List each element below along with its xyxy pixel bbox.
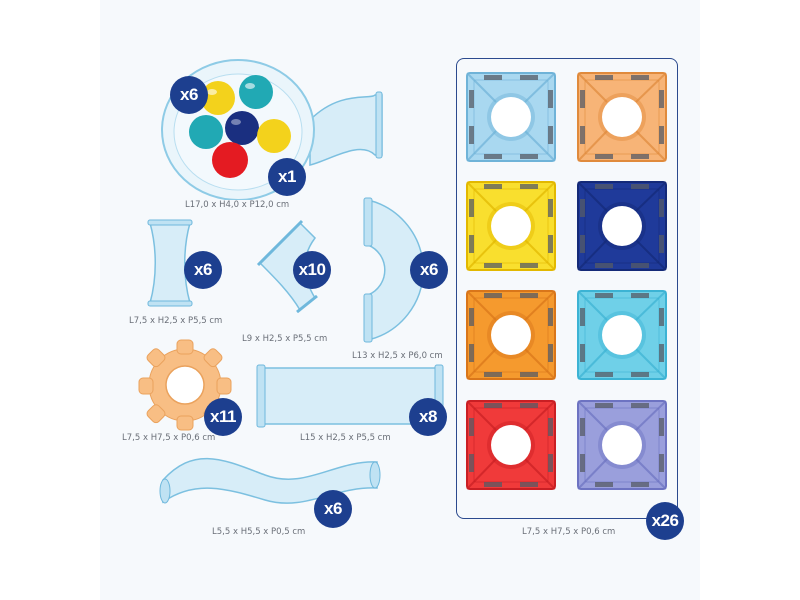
funnel-dimensions: L17,0 x H4,0 x P12,0 cm <box>185 200 290 210</box>
curve-piece <box>256 219 318 313</box>
straight-short-piece <box>147 219 193 307</box>
straight-long-qty-badge: x8 <box>409 398 447 436</box>
tile-orange <box>466 290 556 380</box>
half-circle-qty-badge: x6 <box>410 251 448 289</box>
straight-long-dimensions: L15 x H2,5 x P5,5 cm <box>300 433 391 443</box>
tile-lavender <box>577 400 667 490</box>
tile-aqua <box>577 290 667 380</box>
tiles-qty-badge: x26 <box>646 502 684 540</box>
gear-piece <box>138 339 232 431</box>
tile-navy <box>577 181 667 271</box>
ball-navy <box>225 111 259 145</box>
half-circle-dimensions: L13 x H2,5 x P6,0 cm <box>352 351 443 361</box>
tiles-frame <box>456 58 678 519</box>
tile-light-blue <box>466 72 556 162</box>
wave-qty-badge: x6 <box>314 490 352 528</box>
ball-yellow-2 <box>257 119 291 153</box>
balls-qty-badge: x6 <box>170 76 208 114</box>
ball-red <box>212 142 248 178</box>
wave-dimensions: L5,5 x H5,5 x P0,5 cm <box>212 527 306 537</box>
ball-teal-1 <box>239 75 273 109</box>
curve-dimensions: L9 x H2,5 x P5,5 cm <box>242 334 328 344</box>
gear-dimensions: L7,5 x H7,5 x P0,6 cm <box>122 433 216 443</box>
tile-yellow <box>466 181 556 271</box>
straight-short-qty-badge: x6 <box>184 251 222 289</box>
half-circle-piece <box>363 197 424 343</box>
tile-orange <box>577 72 667 162</box>
straight-short-dimensions: L7,5 x H2,5 x P5,5 cm <box>129 316 223 326</box>
tile-red <box>466 400 556 490</box>
gear-qty-badge: x11 <box>204 398 242 436</box>
curve-qty-badge: x10 <box>293 251 331 289</box>
funnel-qty-badge: x1 <box>268 158 306 196</box>
ball-teal-2 <box>189 115 223 149</box>
tiles-dimensions: L7,5 x H7,5 x P0,6 cm <box>522 527 616 537</box>
